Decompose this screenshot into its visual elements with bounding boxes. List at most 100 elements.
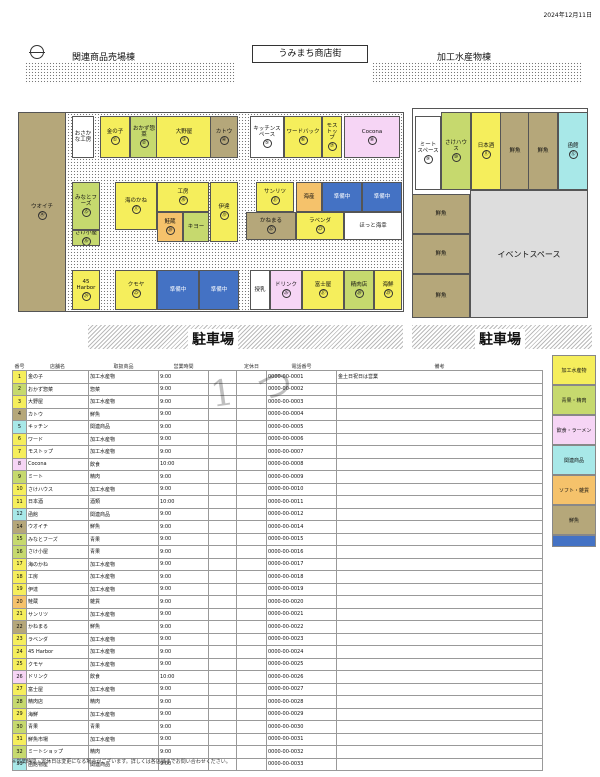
table-cell — [236, 445, 267, 459]
table-cell: 0000-00-0004 — [266, 407, 337, 421]
table-cell: 9:00 — [158, 582, 209, 596]
table-cell: 加工水産物 — [88, 432, 159, 446]
table-cell: 加工水産物 — [88, 395, 159, 409]
table-cell — [336, 445, 543, 459]
table-cell: 0000-00-0005 — [266, 420, 337, 434]
map-stall-number: ㉑ — [270, 196, 280, 206]
row-number: 3 — [12, 395, 27, 409]
table-cell — [336, 595, 543, 609]
table-cell: 0000-00-0016 — [266, 545, 337, 559]
table-cell: 加工水産物 — [88, 682, 159, 696]
map-stall[interactable]: ほっと海幸 — [344, 212, 402, 240]
table-cell — [208, 432, 237, 446]
table-cell: 9:00 — [158, 432, 209, 446]
table-cell: 9:00 — [158, 420, 209, 434]
row-number: 21 — [12, 607, 27, 621]
map-stall-label: 富士屋 — [314, 281, 332, 288]
parking-band-left — [88, 325, 403, 349]
row-number: 5 — [12, 420, 27, 434]
table-cell: 飲食 — [88, 670, 159, 684]
table-cell — [336, 632, 543, 646]
map-stall-number: ② — [139, 139, 149, 149]
uikaichi-cell[interactable]: ウオイチ ⑭ — [18, 112, 66, 312]
table-cell — [208, 745, 237, 759]
table-cell: 9:00 — [158, 682, 209, 696]
table-cell: 金土日祝日は営業 — [336, 370, 543, 384]
table-cell — [336, 532, 543, 546]
map-stall-number: ⑦ — [327, 142, 337, 152]
map-stall[interactable]: 準備中 — [157, 270, 199, 310]
table-cell — [236, 557, 267, 571]
table-cell: ラベンダ — [26, 632, 89, 646]
table-cell — [208, 545, 237, 559]
map-stall-number: ⑰ — [131, 205, 141, 215]
table-cell: 0000-00-0020 — [266, 595, 337, 609]
table-cell: 青果 — [26, 720, 89, 734]
column-header: 備考 — [336, 362, 543, 371]
table-cell — [208, 732, 237, 746]
map-stall[interactable]: 鮮魚 — [528, 112, 558, 190]
map-stall[interactable]: 準備中 — [322, 182, 362, 212]
side-stall[interactable]: 鮮魚 — [412, 274, 470, 318]
table-cell: ミートショップ — [26, 745, 89, 759]
table-cell: 9:00 — [158, 520, 209, 534]
map-stall[interactable]: 準備中 — [362, 182, 402, 212]
table-cell: クモヤ — [26, 657, 89, 671]
table-cell: ウオイチ — [26, 520, 89, 534]
table-cell — [208, 445, 237, 459]
table-cell: 9:00 — [158, 382, 209, 396]
table-cell: 0000-00-0023 — [266, 632, 337, 646]
map-stall[interactable]: 準備中 — [199, 270, 239, 310]
table-cell: 0000-00-0031 — [266, 732, 337, 746]
kanren-header: 関連商品売場棟 — [72, 53, 136, 63]
map-stall[interactable]: 授乳 — [250, 270, 270, 310]
event-space[interactable]: イベントスペース — [470, 190, 588, 318]
table-cell: 精肉 — [88, 695, 159, 709]
side-stall[interactable]: 鮮魚 — [412, 194, 470, 234]
map-stall-label: キッチンスペース — [253, 125, 281, 138]
map-stall[interactable]: おさかな工房 — [72, 116, 94, 158]
map-stall-number: ⑲ — [219, 211, 229, 221]
side-stall[interactable]: 鮮魚 — [412, 234, 470, 274]
map-stall[interactable]: 鮮魚 — [500, 112, 530, 190]
map-stall[interactable]: キヨー — [183, 212, 209, 242]
table-cell — [236, 682, 267, 696]
map-stall-label: ミートスペース — [417, 141, 439, 154]
table-cell: 9:00 — [158, 695, 209, 709]
map-stall-number: ⑪ — [481, 150, 491, 160]
map-stall[interactable]: 海産 — [296, 182, 322, 212]
table-cell: 0000-00-0015 — [266, 532, 337, 546]
